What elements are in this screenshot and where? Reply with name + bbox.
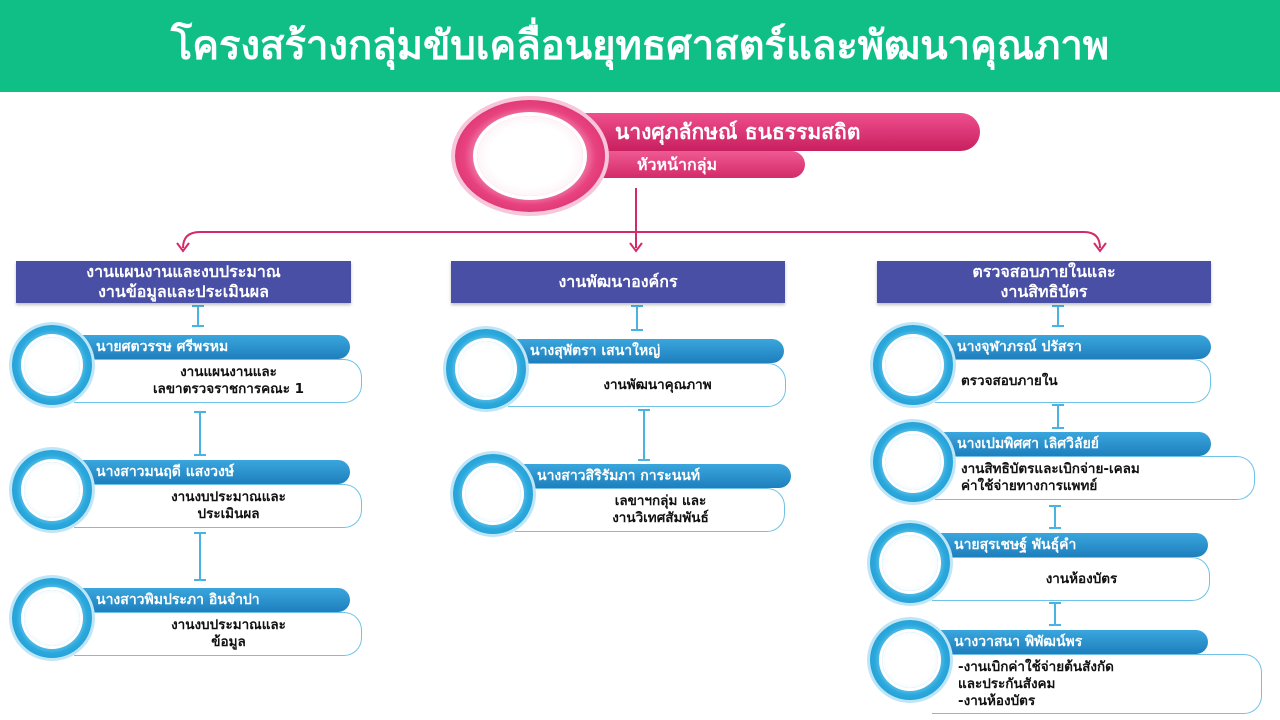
member-card: นางสาวมนฤดี แสงวงษ์ งานงบประมาณและ ประเม…: [12, 448, 362, 533]
member-desc: งานงบประมาณและ ข้อมูล: [74, 612, 362, 656]
member-desc: -งานเบิกค่าใช้จ่ายต้นสังกัด และประกันสัง…: [932, 654, 1262, 714]
member-card: นางสุพัตรา เสนาใหญ่ งานพัฒนาคุณภาพ: [446, 327, 786, 412]
member-card: นางเปมพิศศา เลิศวิลัยย์ งานสิทธิบัตรและเ…: [873, 420, 1255, 505]
page-title: โครงสร้างกลุ่มขับเคลื่อนยุทธศาสตร์และพัฒ…: [170, 23, 1110, 69]
member-card: นายศตวรรษ ศรีพรหม งานแผนงานและ เลขาตรวจร…: [12, 323, 362, 408]
member-circle-icon: [870, 620, 950, 700]
dept-box-audit: ตรวจสอบภายในและ งานสิทธิบัตร: [877, 261, 1211, 303]
member-desc: งานสิทธิบัตรและเบิกจ่าย-เคลม ค่าใช้จ่ายท…: [935, 456, 1255, 500]
member-circle-icon: [12, 578, 92, 658]
member-circle-icon: [12, 450, 92, 530]
member-circle-icon: [870, 523, 950, 603]
member-desc: งานแผนงานและ เลขาตรวจราชการคณะ 1: [74, 359, 362, 403]
member-circle-icon: [12, 325, 92, 405]
dept-box-org: งานพัฒนาองค์กร: [451, 261, 785, 303]
member-circle-icon: [446, 329, 526, 409]
member-name: นางสาวมนฤดี แสงวงษ์: [68, 460, 350, 484]
member-name: นางวาสนา พิพัฒน์พร: [926, 630, 1208, 654]
member-card: นางวาสนา พิพัฒน์พร -งานเบิกค่าใช้จ่ายต้น…: [870, 618, 1262, 716]
arrow-right-icon: [1093, 242, 1107, 253]
dept-line: งานสิทธิบัตร: [1000, 282, 1088, 301]
member-desc: ตรวจสอบภายใน: [935, 359, 1211, 403]
dept-line: งานพัฒนาองค์กร: [558, 272, 678, 291]
member-desc: เลขาฯกลุ่ม และ งานวิเทศสัมพันธ์: [515, 488, 785, 532]
arrow-left-icon: [176, 242, 190, 253]
member-name: นางเปมพิศศา เลิศวิลัยย์: [929, 432, 1211, 456]
member-desc: งานพัฒนาคุณภาพ: [508, 363, 786, 407]
member-card: นางจุฬาภรณ์ ปรัสรา ตรวจสอบภายใน: [873, 323, 1213, 408]
dept-line: งานข้อมูลและประเมินผล: [98, 282, 269, 301]
member-circle-icon: [873, 325, 953, 405]
member-circle-icon: [873, 422, 953, 502]
member-card: นายสุรเชษฐ์ พันธุ์คำ งานห้องบัตร: [870, 521, 1210, 606]
head-horizontal-line: [182, 231, 1101, 249]
head-circle-icon: [455, 100, 605, 212]
member-card: นางสาวพิมประภา อินจำปา งานงบประมาณและ ข้…: [12, 576, 362, 661]
head-name: นางศุภลักษณ์ ธนธรรมสถิต: [575, 113, 980, 151]
member-name: นางจุฬาภรณ์ ปรัสรา: [929, 335, 1211, 359]
member-name: นางสาวสิริรัมภา การะนนท์: [509, 464, 791, 488]
member-desc: งานงบประมาณและ ประเมินผล: [74, 484, 362, 528]
head-role: หัวหน้ากลุ่ม: [585, 151, 805, 178]
dept-line: ตรวจสอบภายในและ: [972, 262, 1116, 281]
dept-line: งานแผนงานและงบประมาณ: [86, 262, 281, 281]
member-card: นางสาวสิริรัมภา การะนนท์ เลขาฯกลุ่ม และ …: [453, 452, 793, 537]
member-name: นางสาวพิมประภา อินจำปา: [68, 588, 350, 612]
arrow-center-icon: [629, 242, 643, 253]
member-desc: งานห้องบัตร: [932, 557, 1210, 601]
head-node: นางศุภลักษณ์ ธนธรรมสถิต หัวหน้ากลุ่ม: [455, 100, 995, 220]
member-name: นางสุพัตรา เสนาใหญ่: [502, 339, 784, 363]
dept-box-plan: งานแผนงานและงบประมาณ งานข้อมูลและประเมิน…: [16, 261, 351, 303]
title-bar: [0, 0, 1280, 92]
member-name: นายสุรเชษฐ์ พันธุ์คำ: [926, 533, 1208, 557]
member-circle-icon: [453, 454, 533, 534]
member-name: นายศตวรรษ ศรีพรหม: [68, 335, 350, 359]
